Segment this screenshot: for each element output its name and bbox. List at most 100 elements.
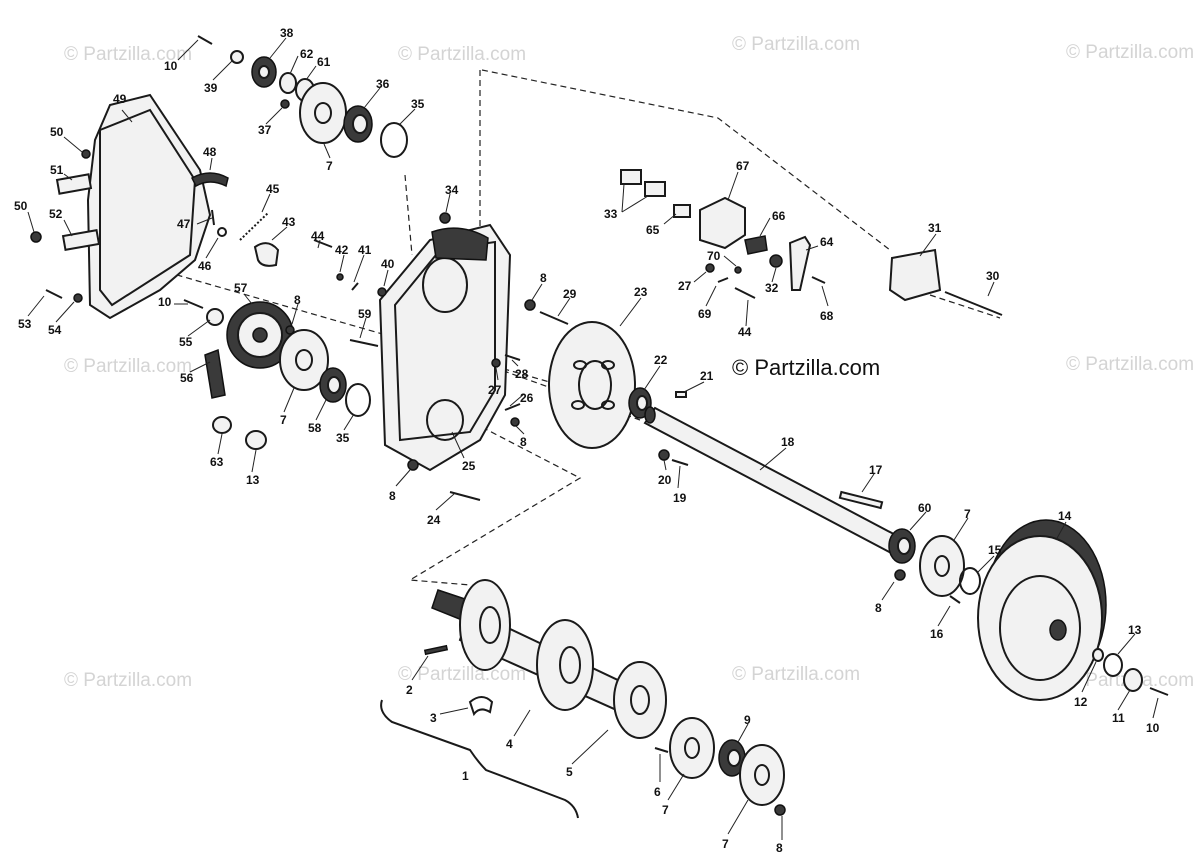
callout: 67 [736, 159, 750, 173]
nut-50-upper [81, 149, 91, 159]
bolt-30 [944, 291, 1003, 316]
callout: 46 [198, 259, 212, 273]
pin-69 [717, 277, 729, 283]
key-2 [423, 644, 449, 656]
bolt-24 [449, 491, 481, 501]
callout: 43 [282, 215, 296, 229]
pin-47 [211, 209, 215, 226]
callout: 68 [820, 309, 834, 323]
bolt-29 [539, 311, 569, 325]
flange-plate-7-lower [669, 717, 715, 779]
callout: 15 [988, 543, 1002, 557]
nut-27-right [705, 263, 715, 273]
callout: 40 [381, 257, 395, 271]
watermark: © Partzilla.com [64, 44, 192, 65]
washer-46 [217, 227, 227, 237]
callout: 32 [765, 281, 779, 295]
bolt-44-upper [313, 239, 333, 248]
snap-ring-35-lower [345, 383, 371, 417]
callout: 49 [113, 92, 127, 106]
nut-8-right [894, 569, 906, 581]
callout: 56 [180, 371, 194, 385]
flange-plate-upper [299, 82, 347, 144]
callout: 5 [566, 765, 573, 779]
nut-8-lower [407, 459, 419, 471]
caliper-67 [699, 196, 746, 250]
callout: 70 [707, 249, 721, 263]
callout: 7 [964, 507, 971, 521]
flange-plate-7-right [919, 535, 965, 597]
nut-8-mid [510, 417, 520, 427]
center-watermark: © Partzilla.com [732, 355, 880, 380]
callout: 20 [658, 473, 672, 487]
bearing-60 [888, 528, 916, 564]
callout: 3 [430, 711, 437, 725]
callout: 35 [336, 431, 350, 445]
callout: 47 [177, 217, 191, 231]
brake-pads-33 [620, 169, 666, 197]
callout: 38 [280, 26, 294, 40]
flange-plate-7-bottom [739, 744, 785, 806]
nut-34 [439, 212, 451, 224]
chain-guide-48 [191, 172, 229, 188]
watermark: © Partzilla.com [1066, 42, 1194, 63]
callout: 13 [246, 473, 260, 487]
callout: 16 [930, 627, 944, 641]
callout: 36 [376, 77, 390, 91]
washer-12 [1092, 648, 1104, 662]
bolt-10-left [183, 299, 204, 309]
bolt-19 [671, 459, 689, 466]
callout: 57 [234, 281, 248, 295]
callout: 6 [654, 785, 661, 799]
callout: 61 [317, 55, 331, 69]
watermarks: © Partzilla.com © Partzilla.com © Partzi… [64, 34, 1194, 691]
nut-8 [285, 325, 295, 335]
brake-disc-23 [548, 321, 636, 449]
watermark: © Partzilla.com [398, 664, 526, 685]
assembly-lines [89, 69, 1001, 586]
dashed-line [404, 174, 413, 256]
assembly-1-bracket [380, 699, 579, 819]
bolt-6 [654, 747, 669, 753]
callout: 64 [820, 235, 834, 249]
nut-27 [491, 358, 501, 368]
callout: 35 [411, 97, 425, 111]
watermark: © Partzilla.com [64, 670, 192, 691]
washer-11 [1123, 668, 1143, 692]
callout: 48 [203, 145, 217, 159]
washer-13-left [245, 430, 267, 450]
nut-37 [280, 99, 290, 109]
upper-sprocket-38 [251, 56, 277, 88]
spacer-62 [279, 72, 297, 94]
decal-51 [55, 173, 93, 195]
callout: 7 [326, 159, 333, 173]
callout: 27 [488, 383, 502, 397]
callout: 24 [427, 513, 441, 527]
callout: 8 [389, 489, 396, 503]
callout: 11 [1112, 711, 1125, 725]
washer-70 [734, 266, 742, 274]
callout: 69 [698, 307, 712, 321]
driven-pulley-14 [977, 519, 1107, 701]
snap-ring-15 [959, 567, 981, 595]
nut-32 [769, 254, 783, 268]
callout: 12 [1074, 695, 1088, 709]
callout: 29 [563, 287, 577, 301]
callout: 59 [358, 307, 372, 321]
callout: 60 [918, 501, 932, 515]
callout: 27 [678, 279, 692, 293]
bearing-58 [319, 367, 347, 403]
drive-sprocket-57 [226, 301, 294, 369]
snap-ring-35-upper [380, 122, 408, 158]
brake-pad-65 [673, 204, 691, 218]
callout: 10 [158, 295, 172, 309]
dashed-line [929, 294, 1001, 319]
key-21 [675, 391, 687, 398]
callout: 8 [294, 293, 301, 307]
callout: 4 [506, 737, 513, 751]
chain-56 [204, 348, 226, 399]
adjuster-66 [744, 235, 768, 255]
callout: 26 [520, 391, 534, 405]
bracket-31 [888, 248, 942, 302]
